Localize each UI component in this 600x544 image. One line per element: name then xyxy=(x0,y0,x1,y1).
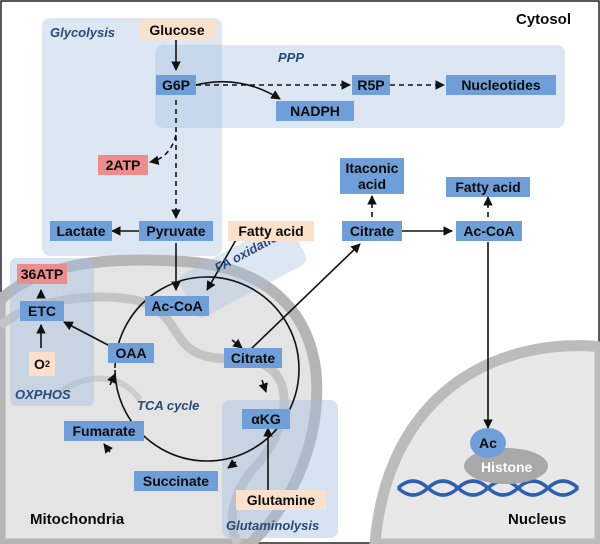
glutamine-node: Glutamine xyxy=(236,490,326,510)
ppp-label: PPP xyxy=(278,50,305,65)
fatty-acid-mito-node: Fatty acid xyxy=(228,221,314,241)
citrate-cyto-node: Citrate xyxy=(342,221,402,241)
tca-cycle-ring xyxy=(114,276,300,462)
glucose-node: Glucose xyxy=(139,20,215,40)
itaconic-acid-line2: acid xyxy=(357,176,386,192)
nucleotides-node: Nucleotides xyxy=(446,75,556,95)
o2-text: O xyxy=(34,356,45,372)
acetyl-group-node: Ac xyxy=(470,428,506,458)
dna-helix xyxy=(396,479,580,497)
akg-node: αKG xyxy=(242,409,290,429)
fa-oxidation-panel xyxy=(178,222,307,318)
citrate-mito-node: Citrate xyxy=(224,348,282,368)
itaconic-acid-line1: Itaconic xyxy=(345,160,399,176)
fatty-acid-cyto-node: Fatty acid xyxy=(446,177,530,197)
r5p-node: R5P xyxy=(352,75,390,95)
succinate-node: Succinate xyxy=(134,471,218,491)
lactate-node: Lactate xyxy=(50,221,112,241)
oxphos-label: OXPHOS xyxy=(15,387,71,402)
acoa-cyto-node: Ac-CoA xyxy=(456,221,522,241)
o2-subscript: 2 xyxy=(44,358,50,369)
itaconic-acid-node: Itaconic acid xyxy=(340,158,404,194)
g6p-node: G6P xyxy=(156,75,196,95)
tca-cycle-label: TCA cycle xyxy=(137,398,200,413)
etc-node: ETC xyxy=(20,301,64,321)
mitochondria-label: Mitochondria xyxy=(30,511,125,528)
2atp-node: 2ATP xyxy=(98,155,148,175)
glycolysis-label: Glycolysis xyxy=(50,25,116,40)
36atp-node: 36ATP xyxy=(17,264,67,284)
nucleus-label: Nucleus xyxy=(508,511,567,528)
histone-label: Histone xyxy=(481,459,533,475)
nadph-node: NADPH xyxy=(276,101,354,121)
pyruvate-node: Pyruvate xyxy=(139,221,213,241)
fumarate-node: Fumarate xyxy=(64,421,144,441)
cytosol-label: Cytosol xyxy=(516,11,572,28)
oaa-node: OAA xyxy=(108,343,154,363)
glutaminolysis-label: Glutaminolysis xyxy=(226,518,320,533)
acoa-mito-node: Ac-CoA xyxy=(145,296,209,316)
